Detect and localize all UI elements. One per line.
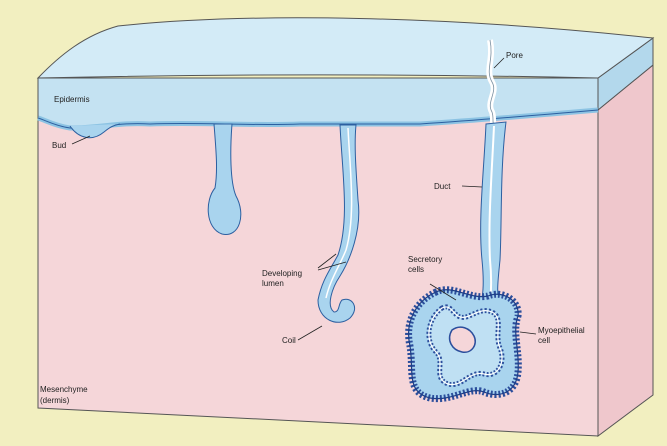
- label-developing-2: lumen: [262, 279, 284, 288]
- pore-channel: [489, 40, 494, 126]
- dermis-side-face: [598, 65, 653, 436]
- label-pore: Pore: [506, 51, 523, 60]
- epidermis-top-surface: [38, 18, 653, 78]
- label-secretory-1: Secretory: [408, 255, 442, 264]
- label-myo-2: cell: [538, 336, 550, 345]
- label-developing-1: Developing: [262, 269, 302, 278]
- label-mesenchyme-1: Mesenchyme: [40, 385, 88, 394]
- label-myo-1: Myoepithelial: [538, 326, 585, 335]
- label-coil: Coil: [282, 336, 296, 345]
- label-secretory-2: cells: [408, 265, 424, 274]
- label-epidermis: Epidermis: [54, 95, 90, 104]
- label-bud: Bud: [52, 141, 66, 150]
- label-duct: Duct: [434, 182, 451, 191]
- label-mesenchyme-2: (dermis): [40, 396, 70, 405]
